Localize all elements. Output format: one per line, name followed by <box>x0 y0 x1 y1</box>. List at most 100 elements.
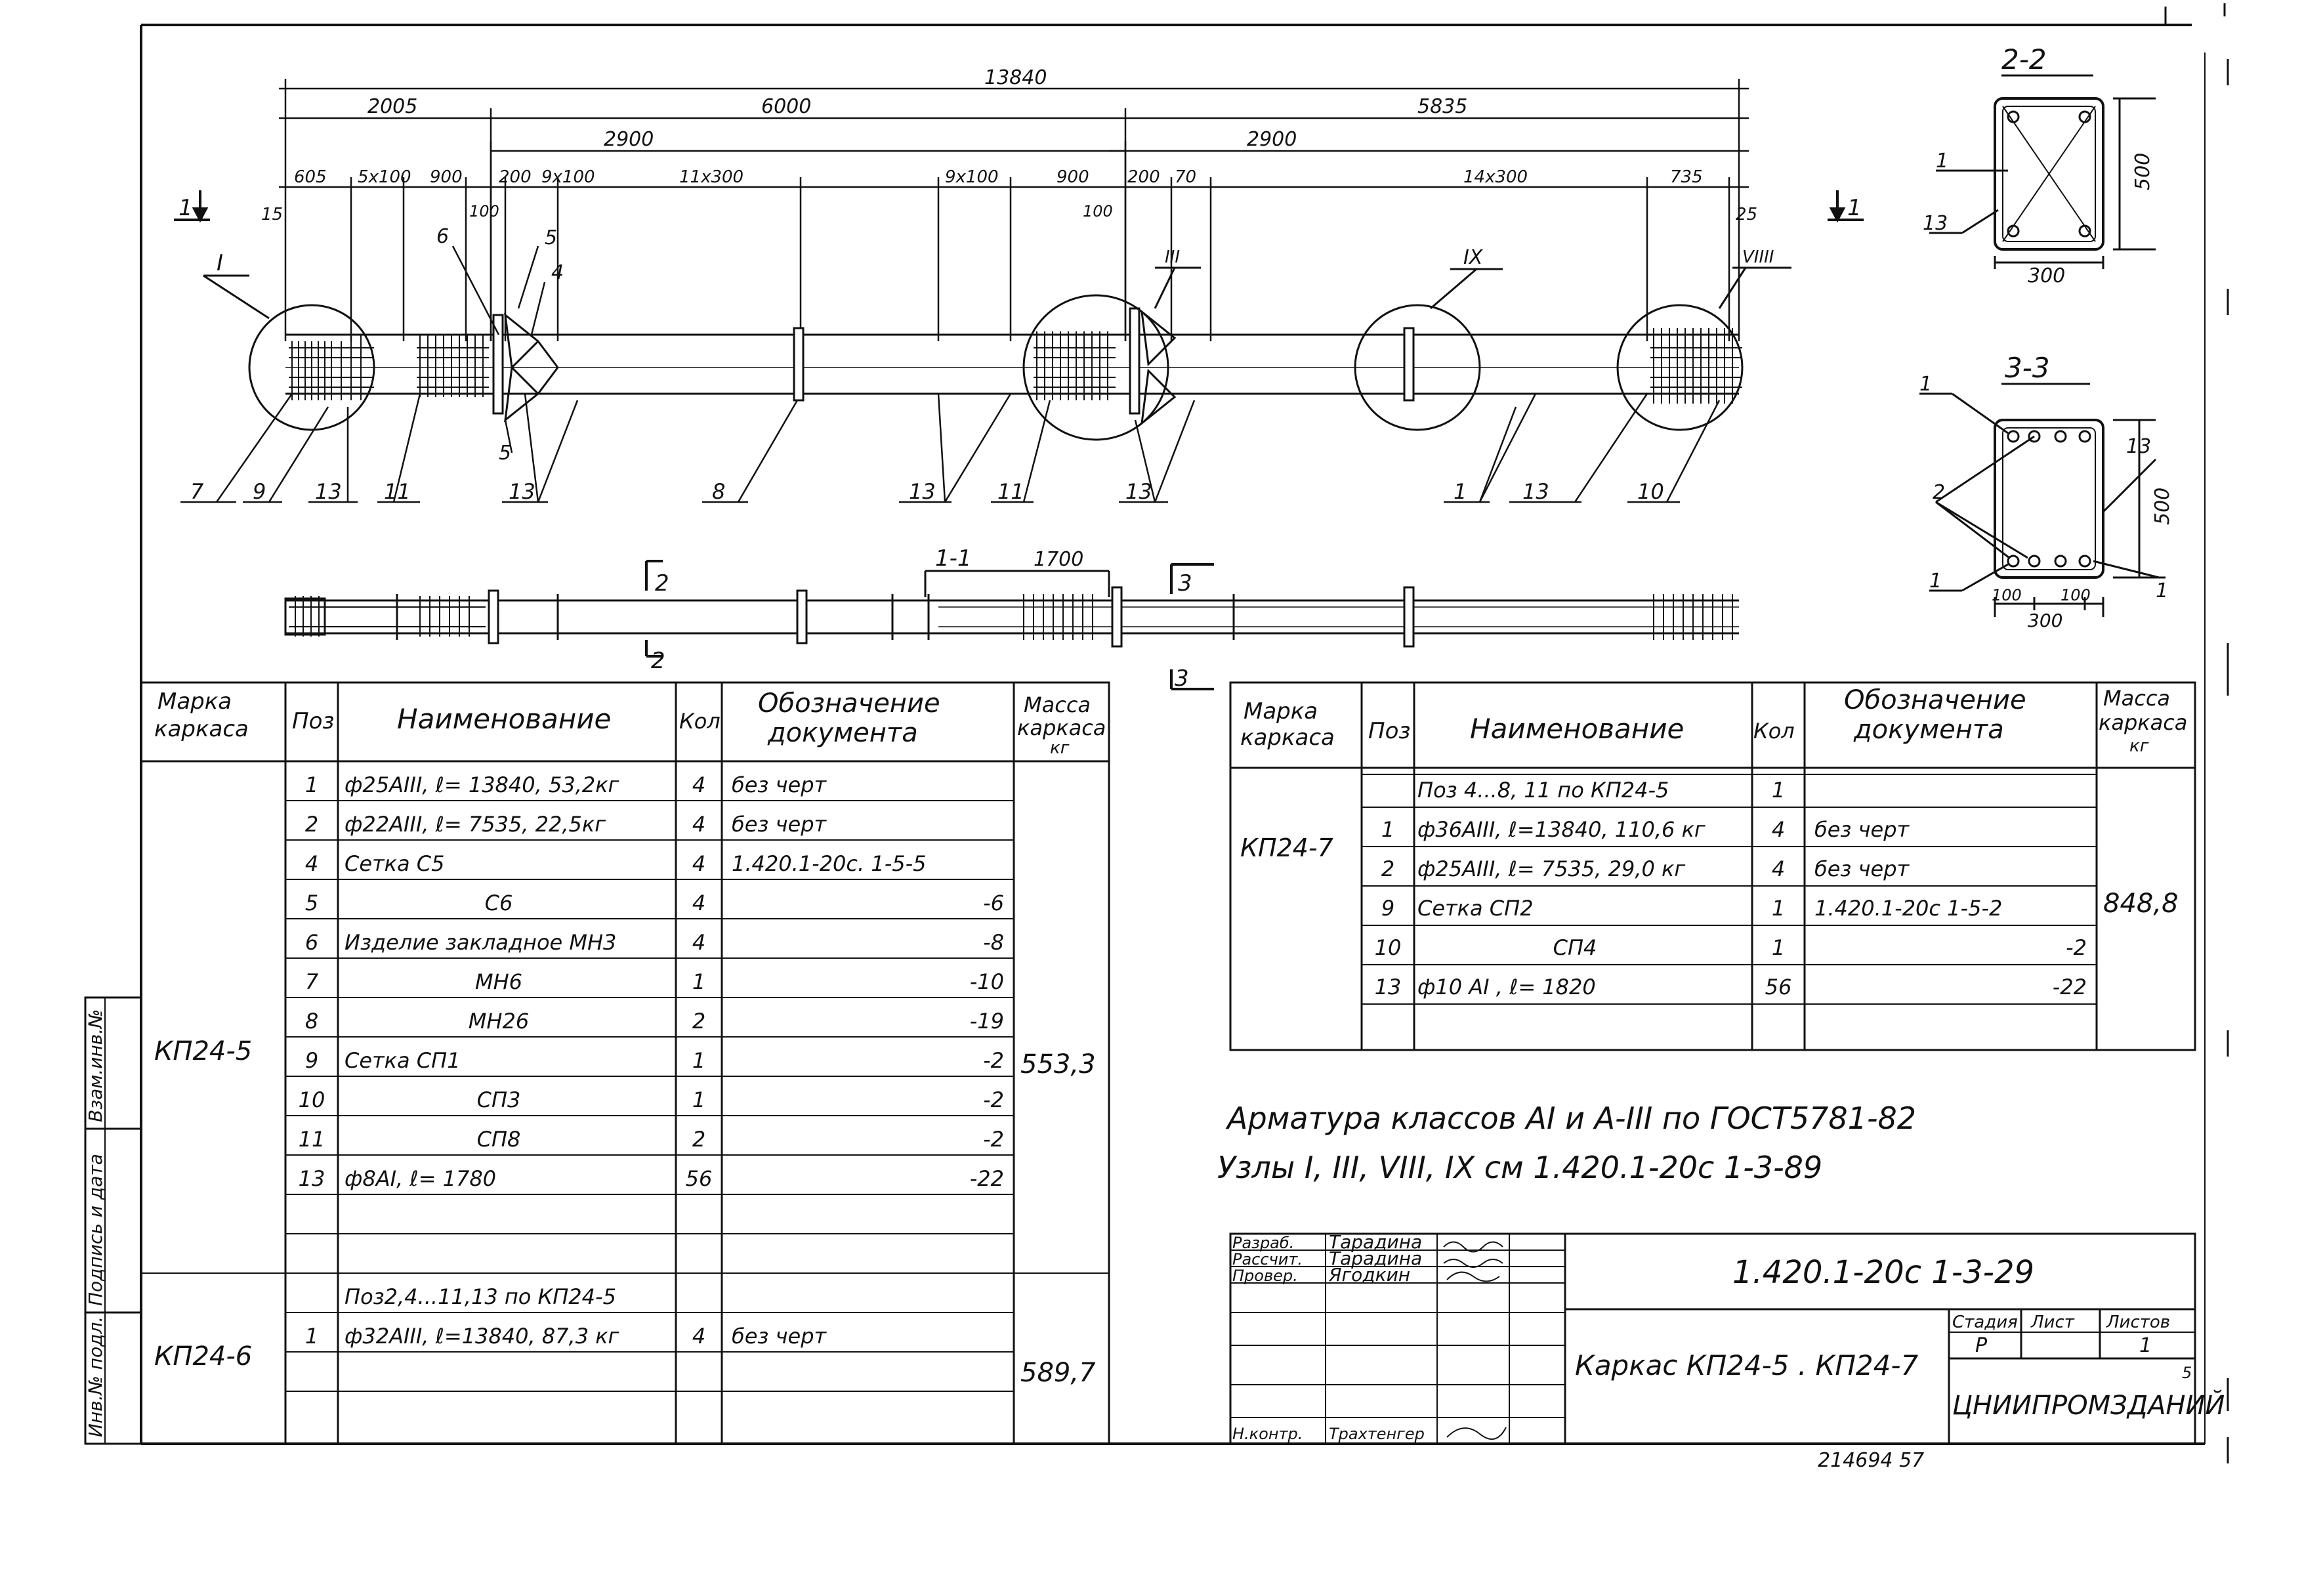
table-row-qty: 2 <box>692 1009 705 1034</box>
table-row-doc: 1.420.1-20с 1-5-2 <box>1814 896 2002 921</box>
right-header-doc-1: Обозначение <box>1844 685 2026 715</box>
table-row-doc: без черт <box>732 812 827 837</box>
stamp-corner-number: 5 <box>2182 1364 2192 1382</box>
right-header-mass-2: каркаса <box>2099 710 2187 735</box>
side-stamp-signature-date: Подпись и дата <box>85 1154 106 1306</box>
dim-900-b: 900 <box>1057 167 1089 187</box>
left-header-mark-2: каркаса <box>154 716 249 742</box>
dim-605: 605 <box>294 167 327 187</box>
table-row-name: МН6 <box>475 969 522 994</box>
section-3-3-height: 500 <box>2151 488 2174 525</box>
dim-200-b: 200 <box>1127 167 1160 187</box>
section-3-3-pos-1-bottom: 1 <box>1929 570 1942 593</box>
left-header-mark-1: Марка <box>157 688 232 715</box>
right-table-grid <box>1229 681 2196 1051</box>
node-leaders <box>203 266 1791 320</box>
side-stamp-replacement-inv: Взам.инв.№ <box>85 1009 106 1122</box>
right-header-doc-2: документа <box>1853 715 2004 745</box>
right-header-mass-3: кг <box>2129 736 2149 756</box>
stamp-role-checked: Провер. <box>1232 1267 1298 1285</box>
beam-plan <box>284 560 1739 690</box>
table-row-doc: -2 <box>983 1087 1004 1112</box>
dim-200-a: 200 <box>499 167 532 187</box>
left-header-doc-1: Обозначение <box>758 688 940 719</box>
table-row-pos: 10 <box>1375 935 1402 960</box>
left-mark-kp24-5: КП24-5 <box>154 1036 252 1066</box>
table-row-doc: -22 <box>970 1166 1004 1191</box>
beam-elevation <box>248 294 1744 441</box>
stamp-name-checked: Ягодкин <box>1328 1264 1410 1286</box>
side-stamp-grid <box>84 996 142 1445</box>
table-row-qty: 1 <box>1772 935 1785 960</box>
section-2-2-height: 500 <box>2131 153 2154 190</box>
table-row-pos: 2 <box>305 812 318 837</box>
table-row-name: СП4 <box>1553 935 1597 960</box>
right-header-pos: Поз <box>1368 718 1410 744</box>
section-3-3-pos-1-top: 1 <box>1919 373 1932 396</box>
left-mark-kp24-6: КП24-6 <box>154 1341 252 1372</box>
stamp-sheet-label: Лист <box>2030 1312 2075 1332</box>
callout-5-bottom: 5 <box>499 442 511 465</box>
table-row-name: ф25АIII, ℓ= 7535, 29,0 кг <box>1417 856 1685 881</box>
table-row-qty: 4 <box>692 1324 705 1349</box>
stamp-stage-value: Р <box>1975 1334 1988 1357</box>
table-row-qty: 4 <box>1772 817 1785 842</box>
table-row-name: ф10 АI , ℓ= 1820 <box>1417 975 1596 999</box>
table-row-name: Сетка С5 <box>345 851 444 876</box>
callout-7: 7 <box>190 479 204 504</box>
stamp-name-developer: Тарадина <box>1329 1231 1422 1253</box>
section-mark-1-left <box>174 190 210 223</box>
dim-13840: 13840 <box>984 66 1047 89</box>
table-row-doc: -10 <box>970 969 1004 994</box>
dim-6000: 6000 <box>761 95 811 118</box>
table-row-doc: -19 <box>970 1009 1004 1034</box>
table-row-name: МН26 <box>469 1009 529 1034</box>
left-mass-kp24-5: 553,3 <box>1020 1049 1096 1080</box>
node-label-ix: IX <box>1463 246 1484 269</box>
right-header-mass-1: Масса <box>2103 686 2170 711</box>
table-row-doc: без черт <box>732 1324 827 1349</box>
dim-900-a: 900 <box>430 167 463 187</box>
table-row-pos: 4 <box>305 851 318 876</box>
stamp-stage-label: Стадия <box>1952 1312 2018 1332</box>
dim-25: 25 <box>1736 205 1757 224</box>
section-3-3-pos-13: 13 <box>2126 435 2151 458</box>
callout-9: 9 <box>253 479 266 504</box>
section-2-2-pos-13: 13 <box>1923 212 1948 235</box>
stamp-role-calculated: Рассчит. <box>1232 1250 1303 1269</box>
section-3-3-dim-100-a: 100 <box>1992 586 2022 604</box>
table-row-doc: -22 <box>2053 975 2087 999</box>
table-row-pos: 11 <box>299 1127 325 1152</box>
dim-70: 70 <box>1175 167 1196 187</box>
section-label-1-left: 1 <box>178 195 193 221</box>
stamp-name-norm-control: Трахтенгер <box>1329 1425 1425 1443</box>
table-row-name: С6 <box>485 891 513 915</box>
left-header-name: Наименование <box>397 703 611 735</box>
section-3-3-title: 3-3 <box>2005 352 2050 384</box>
right-edge-marks <box>2223 3 2229 1463</box>
dim-735: 735 <box>1670 167 1703 187</box>
table-row-name: Сетка СП2 <box>1417 896 1534 921</box>
table-row-name: ф8АI, ℓ= 1780 <box>345 1166 496 1191</box>
table-row-qty: 56 <box>1765 975 1792 999</box>
signature-marks <box>1443 1241 1507 1440</box>
left-header-mass-3: кг <box>1050 738 1070 758</box>
table-row-qty: 2 <box>692 1127 705 1152</box>
table-row-qty: 4 <box>692 812 705 837</box>
title-block-grid <box>1229 1232 2196 1445</box>
node-label-i: I <box>217 250 223 276</box>
callout-13-b: 13 <box>509 479 535 504</box>
dim-15: 15 <box>261 205 283 224</box>
dim-100-a: 100 <box>469 202 499 220</box>
plan-section-2-b: 2 <box>651 648 665 674</box>
table-row-doc: -6 <box>983 891 1004 915</box>
callout-10: 10 <box>1637 479 1664 504</box>
table-row-doc: -2 <box>2066 935 2087 960</box>
callout-5-top: 5 <box>545 226 557 249</box>
dim-9x100-b: 9х100 <box>945 167 999 187</box>
section-label-1-right: 1 <box>1847 195 1862 221</box>
stamp-document-code: 1.420.1-20с 1-3-29 <box>1732 1254 2034 1291</box>
table-row-doc: -2 <box>983 1127 1004 1152</box>
table-row-pos: 7 <box>305 969 319 994</box>
